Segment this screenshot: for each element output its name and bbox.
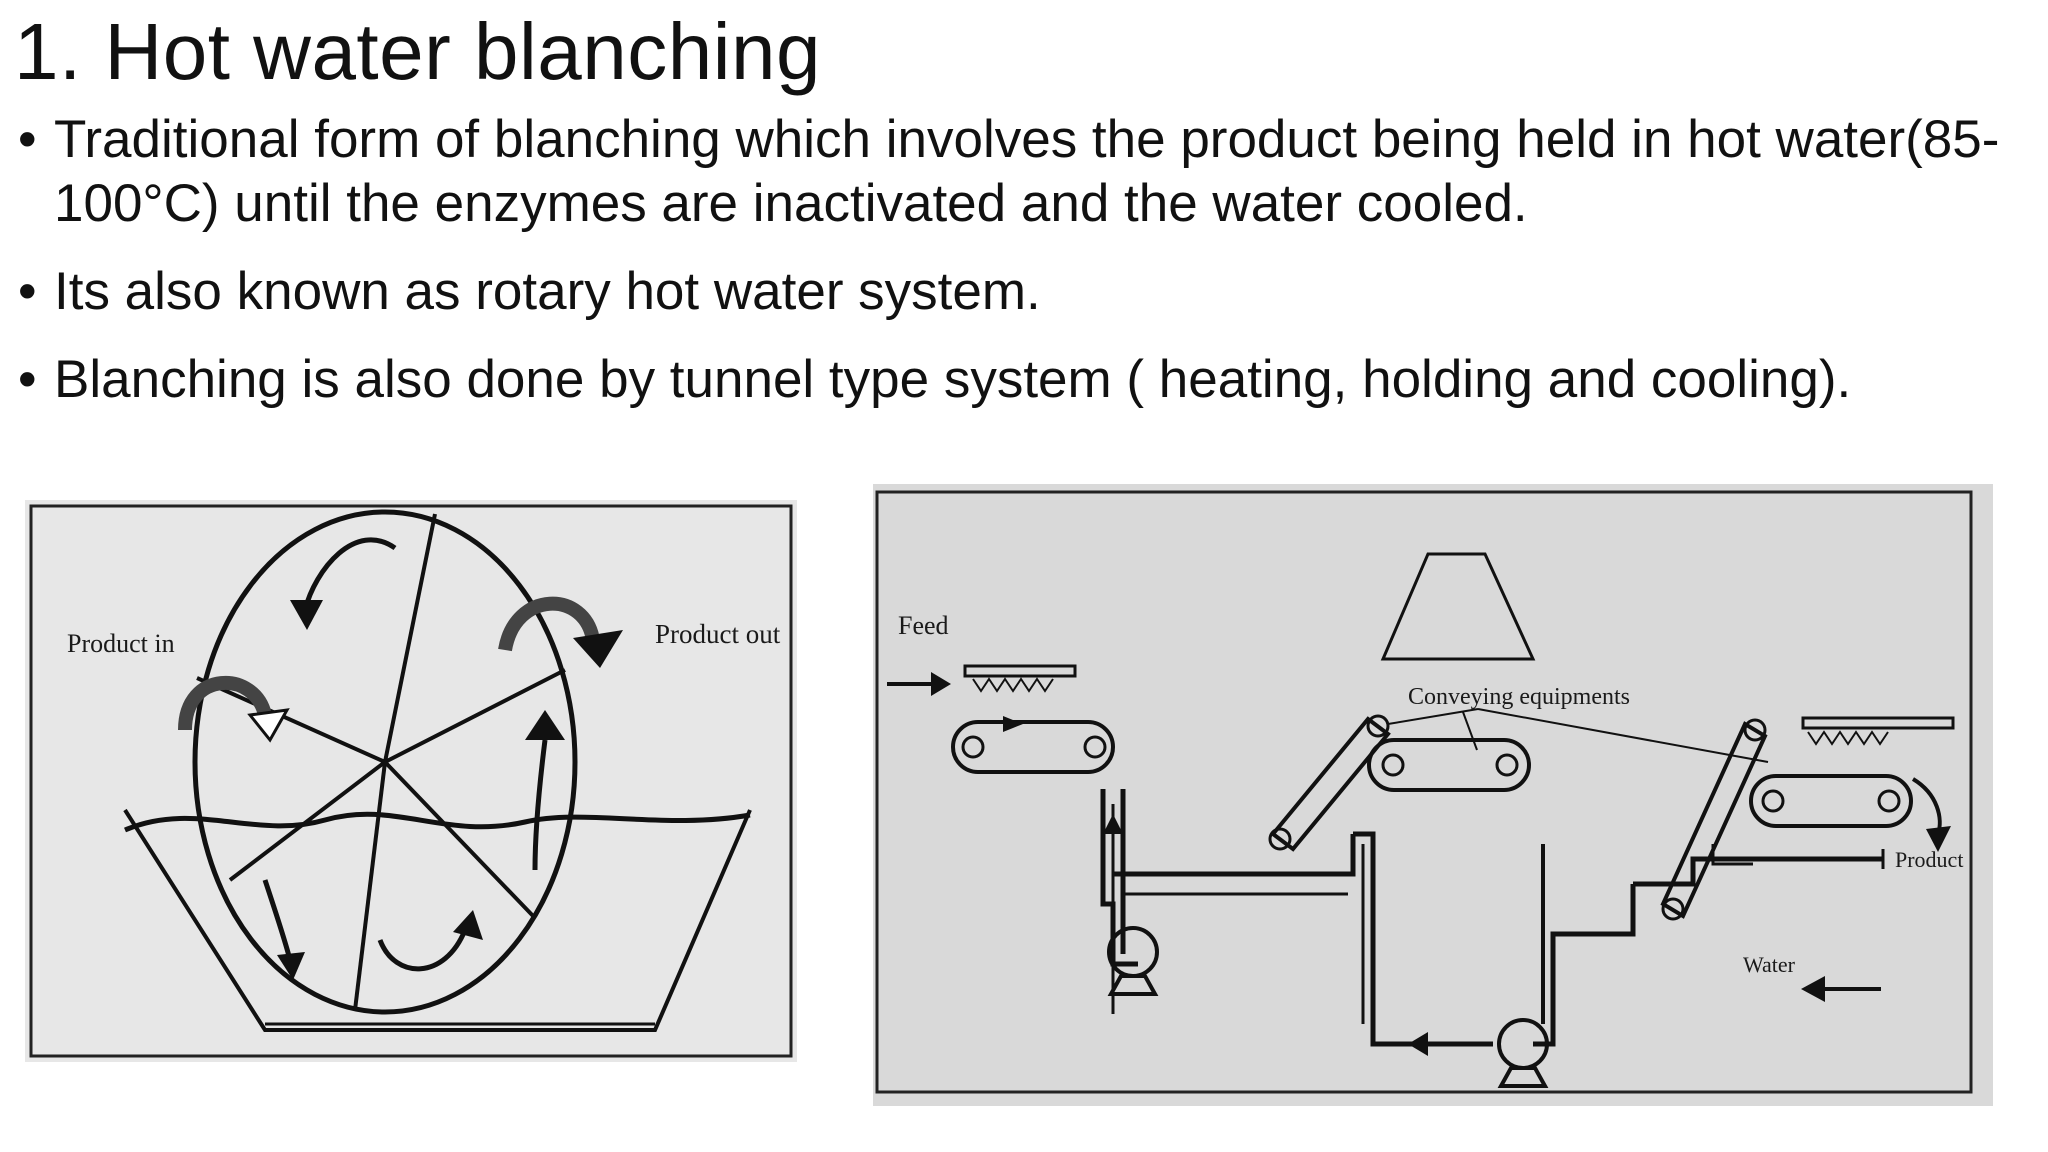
rotary-blancher-figure: Product in Product out <box>25 500 797 1062</box>
product-label: Product <box>1895 847 1963 872</box>
bullet-dot: • <box>18 262 37 321</box>
bullet-text: Blanching is also done by tunnel type sy… <box>54 350 1852 409</box>
bullet-item: • Blanching is also done by tunnel type … <box>16 348 2016 412</box>
bullet-item: • Its also known as rotary hot water sys… <box>16 260 2016 324</box>
bullet-text: Traditional form of blanching which invo… <box>54 110 2000 233</box>
bullet-dot: • <box>18 110 37 169</box>
tunnel-blancher-diagram: Feed Conveying equipments Product Water <box>875 490 1973 1094</box>
feed-label: Feed <box>898 611 949 640</box>
product-out-label: Product out <box>655 619 781 649</box>
tunnel-blancher-figure: Feed Conveying equipments Product Water <box>873 484 1993 1106</box>
product-in-label: Product in <box>67 629 175 658</box>
bullet-item: • Traditional form of blanching which in… <box>16 108 2016 236</box>
conveying-equipments-label: Conveying equipments <box>1408 684 1630 710</box>
slide-title: 1. Hot water blanching <box>14 7 822 96</box>
rotary-blancher-diagram: Product in Product out <box>29 504 793 1058</box>
bullet-dot: • <box>18 350 37 409</box>
bullet-list: • Traditional form of blanching which in… <box>16 108 2016 436</box>
water-label: Water <box>1743 952 1796 977</box>
bullet-text: Its also known as rotary hot water syste… <box>54 262 1041 321</box>
